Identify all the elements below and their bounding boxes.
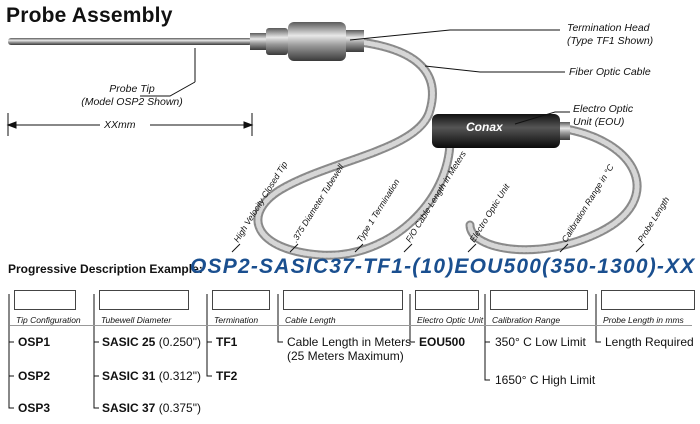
option-high-limit: 1650° C High Limit xyxy=(495,373,596,387)
callout-eou: Electro Optic Unit (EOU) xyxy=(573,103,634,128)
callout-probe-tip: Probe Tip (Model OSP2 Shown) xyxy=(81,83,183,108)
probe-tip-rod xyxy=(8,38,252,45)
option-sasic-31: SASIC 31 (0.312") xyxy=(102,369,201,383)
header-termination: Termination xyxy=(214,315,259,325)
option-osp1: OSP1 xyxy=(18,335,51,349)
column-brackets xyxy=(8,294,601,409)
header-electro-optic-unit: Electro Optic Unit xyxy=(417,315,484,325)
option-sasic-25: SASIC 25 (0.250") xyxy=(102,335,201,349)
termination-box[interactable] xyxy=(212,290,270,310)
electro-optic-unit xyxy=(432,114,570,148)
fiber-optic-cable xyxy=(253,37,642,260)
option-cable-length: Cable Length in Meters (25 Meters Maximu… xyxy=(287,335,412,363)
code-ticks xyxy=(231,243,645,253)
option-low-limit: 350° C Low Limit xyxy=(495,335,586,349)
length-dimension xyxy=(6,113,254,136)
option-osp2: OSP2 xyxy=(18,369,51,383)
tip-configuration-box[interactable] xyxy=(14,290,76,310)
callout-fiber-optic-cable: Fiber Optic Cable xyxy=(569,66,651,78)
conax-logo: Conax xyxy=(466,120,503,134)
header-calibration-range: Calibration Range xyxy=(492,315,561,325)
page-title: Probe Assembly xyxy=(6,4,173,27)
option-sasic-37: SASIC 37 (0.375") xyxy=(102,401,201,415)
cable-length-box[interactable] xyxy=(283,290,403,310)
option-tf2: TF2 xyxy=(216,369,238,383)
option-length-required: Length Required xyxy=(605,335,694,349)
option-tf1: TF1 xyxy=(216,335,238,349)
progressive-label: Progressive Description Example: xyxy=(8,262,203,276)
option-osp3: OSP3 xyxy=(18,401,51,415)
callout-leaders xyxy=(140,29,570,125)
header-tubewell-diameter: Tubewell Diameter xyxy=(101,315,172,325)
progressive-code: OSP2-SASIC37-TF1-(10)EOU500(350-1300)-XX xyxy=(190,255,696,278)
callout-termination-head: Termination Head (Type TF1 Shown) xyxy=(567,22,654,47)
header-divider xyxy=(10,325,692,326)
probe-length-box[interactable] xyxy=(601,290,695,310)
header-cable-length: Cable Length xyxy=(285,315,336,325)
electro-optic-unit-box[interactable] xyxy=(415,290,479,310)
header-probe-length: Probe Length in mms xyxy=(603,315,684,325)
option-eou500: EOU500 xyxy=(419,335,466,349)
calibration-range-box[interactable] xyxy=(490,290,588,310)
tubewell-diameter-box[interactable] xyxy=(99,290,189,310)
header-tip-configuration: Tip Configuration xyxy=(16,315,81,325)
termination-head xyxy=(250,22,364,61)
dimension-label: XXmm xyxy=(104,119,136,131)
